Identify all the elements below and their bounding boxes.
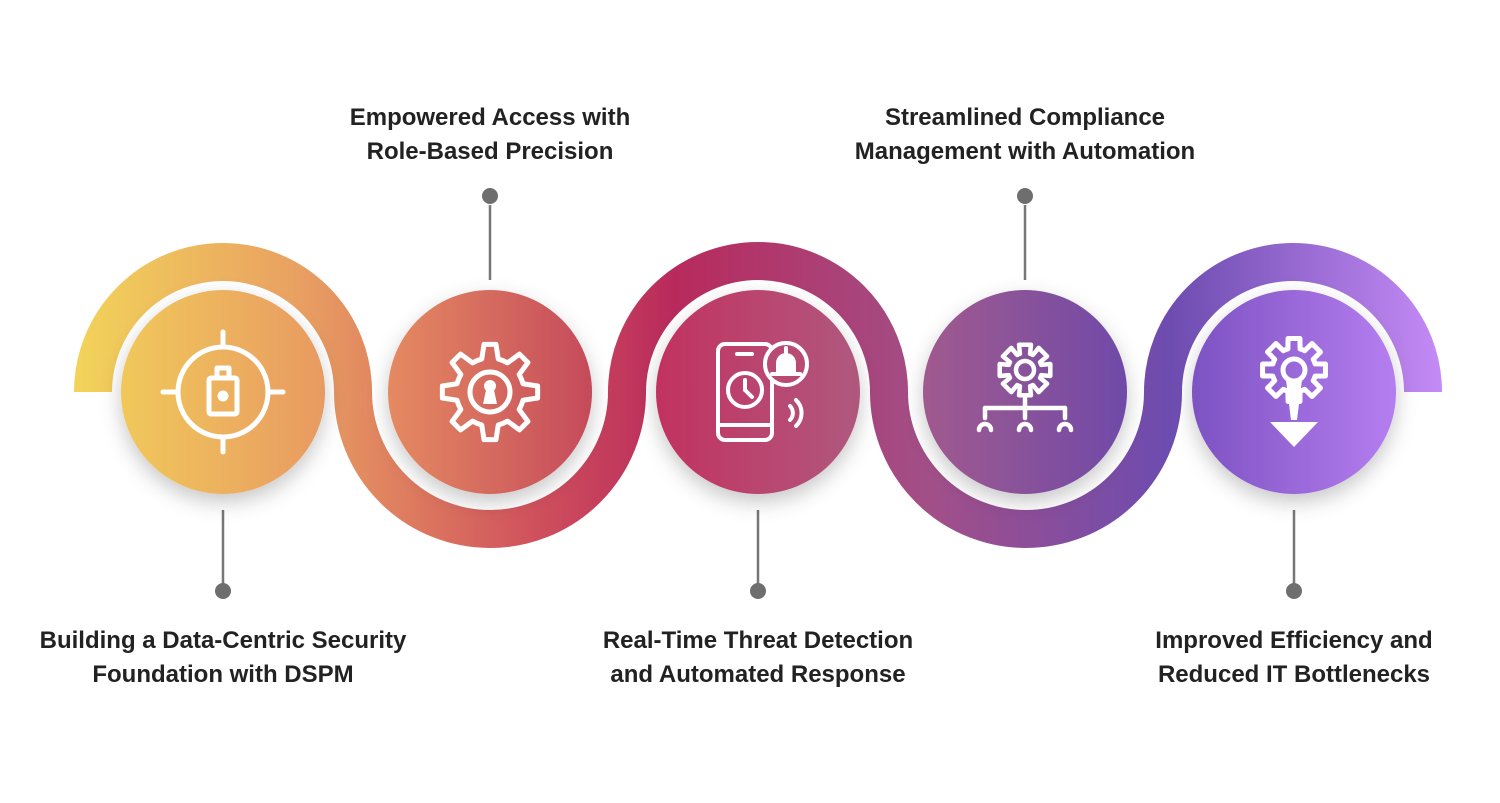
wave-ribbon: [74, 242, 1442, 548]
connector-dot-3: [750, 583, 766, 599]
step-label-4: Streamlined Compliance Management with A…: [805, 101, 1245, 169]
step-label-1-line2: Foundation with DSPM: [92, 661, 354, 688]
step-circle-3: [656, 290, 860, 494]
gear-network-icon: [976, 342, 1074, 433]
step-label-4-line2: Management with Automation: [854, 138, 1196, 165]
step-label-1: Building a Data-Centric Security Foundat…: [3, 624, 443, 692]
step-label-2: Empowered Access with Role-Based Precisi…: [270, 101, 710, 169]
gear-outline: [1260, 336, 1328, 404]
step-label-5-line2: Reduced IT Bottlenecks: [1157, 661, 1431, 688]
step-label-2-line2: Role-Based Precision: [366, 138, 614, 165]
gear-keyhole-icon: [439, 341, 541, 443]
step-label-5: Improved Efficiency and Reduced IT Bottl…: [1074, 624, 1500, 692]
gear-arrow-down-icon: [1260, 336, 1328, 447]
connector-dot-5: [1286, 583, 1302, 599]
phone-alert-icon: [716, 341, 809, 442]
step-label-3-line1: Real-Time Threat Detection: [602, 627, 914, 654]
step-label-3-line2: and Automated Response: [610, 661, 906, 688]
gear-outline: [439, 341, 541, 443]
connector-dot-4: [1017, 188, 1033, 204]
connectors: [215, 188, 1302, 599]
gear-outline: [997, 342, 1053, 398]
step-label-5-line1: Improved Efficiency and: [1155, 627, 1433, 654]
step-label-1-line1: Building a Data-Centric Security: [39, 627, 407, 654]
connector-dot-2: [482, 188, 498, 204]
connector-dot-1: [215, 583, 231, 599]
target-lock-icon: [160, 329, 286, 455]
step-circle-4: [923, 290, 1127, 494]
step-label-2-line1: Empowered Access with: [349, 104, 631, 131]
step-label-3: Real-Time Threat Detection and Automated…: [538, 624, 978, 692]
step-label-4-line1: Streamlined Compliance: [884, 104, 1166, 131]
